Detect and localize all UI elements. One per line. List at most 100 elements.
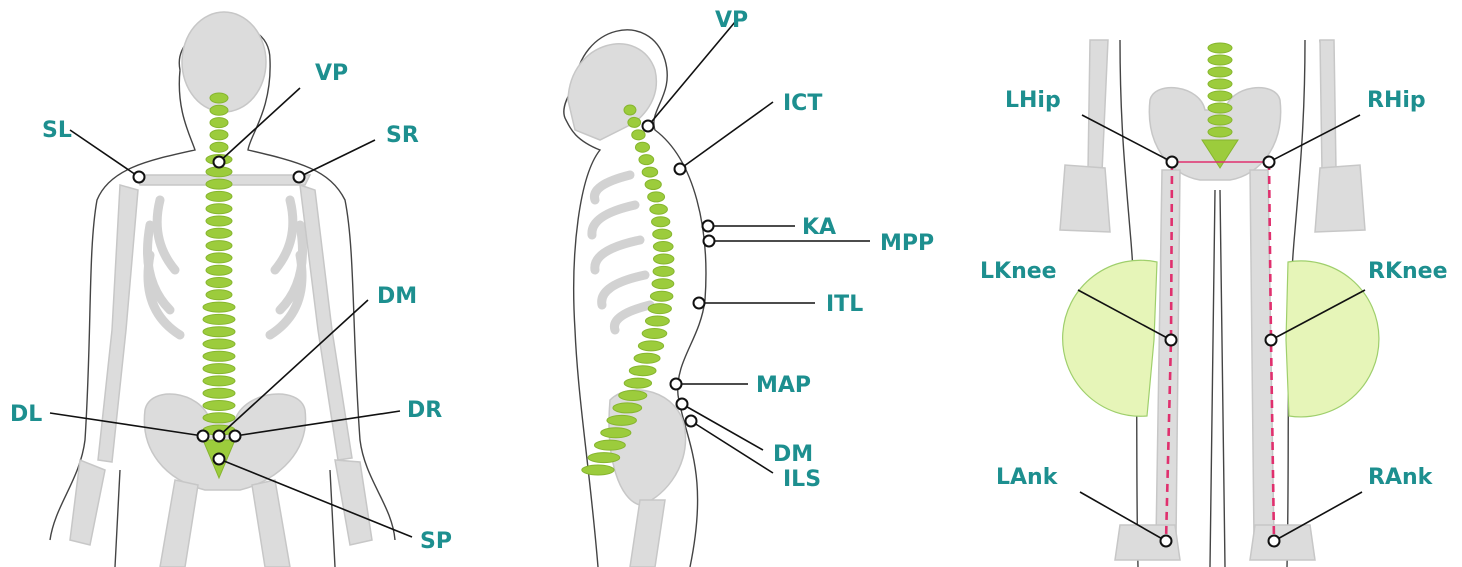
side-vertebra: [628, 117, 641, 127]
dm-marker: [214, 431, 225, 442]
vertebra: [203, 314, 235, 324]
side-vp-leader-line: [648, 22, 735, 126]
side-vertebra: [588, 453, 620, 463]
vertebra: [210, 93, 228, 103]
label-itl: ITL: [826, 292, 863, 317]
left-knee-angle-sector: [1063, 260, 1157, 416]
side-vertebra: [639, 155, 654, 165]
front-view-diagram: VP SL SR DM DL DR SP: [0, 0, 480, 567]
vertebra: [203, 401, 235, 411]
side-vertebra: [650, 291, 673, 301]
rknee-marker: [1266, 335, 1277, 346]
lhip-marker: [1167, 157, 1178, 168]
vertebra: [206, 228, 232, 238]
ict-leader-line: [680, 102, 773, 169]
side-view-diagram: VP ICT KA MPP ITL MAP DM ILS: [480, 0, 970, 567]
vertebra: [206, 278, 232, 288]
right-femur: [252, 480, 290, 567]
vertebra: [206, 191, 232, 201]
side-vertebra: [635, 142, 649, 152]
front-view-panel: VP SL SR DM DL DR SP: [0, 0, 480, 567]
label-map: MAP: [756, 373, 811, 398]
vertebra: [203, 302, 235, 312]
dl-marker: [198, 431, 209, 442]
label-side-dm: DM: [773, 442, 813, 467]
legs-left-hand: [1060, 165, 1110, 232]
label-lhip: LHip: [1005, 88, 1061, 113]
sr-leader-line: [299, 140, 375, 177]
vertebra: [210, 142, 228, 152]
right-foot: [1250, 525, 1315, 560]
legs-right-arm: [1320, 40, 1336, 172]
side-vertebra: [645, 316, 669, 326]
dr-marker: [230, 431, 241, 442]
label-sl: SL: [42, 118, 72, 143]
vp-marker: [214, 157, 225, 168]
label-dr: DR: [407, 398, 442, 423]
legs-vertebra: [1208, 127, 1232, 137]
label-dm: DM: [377, 284, 417, 309]
rhip-marker: [1264, 157, 1275, 168]
label-dl: DL: [10, 402, 42, 427]
vertebra: [206, 241, 232, 251]
right-knee-angle-sector: [1286, 261, 1379, 417]
label-side-vp: VP: [715, 8, 748, 33]
side-view-panel: VP ICT KA MPP ITL MAP DM ILS: [480, 0, 970, 567]
ils-marker: [686, 416, 697, 427]
lknee-marker: [1166, 335, 1177, 346]
left-hand: [70, 460, 105, 545]
side-vertebra: [601, 428, 631, 438]
side-rib-cage: [592, 175, 650, 330]
side-vertebra: [629, 366, 656, 376]
ict-marker: [675, 164, 686, 175]
legs-vertebra: [1208, 115, 1232, 125]
vertebra: [203, 413, 235, 423]
side-vertebra: [619, 391, 647, 401]
side-vertebra: [624, 378, 651, 388]
legs-view-diagram: LHip RHip LKnee RKnee LAnk RAnk: [970, 0, 1462, 567]
vertebra: [210, 130, 228, 140]
rhip-leader-line: [1269, 115, 1360, 162]
rank-marker: [1269, 536, 1280, 547]
label-sp: SP: [420, 529, 452, 554]
side-dm-leader-line: [682, 404, 763, 450]
legs-right-hand: [1315, 165, 1365, 232]
side-vertebra: [648, 304, 671, 314]
vertebra: [210, 105, 228, 115]
side-vertebra: [648, 192, 665, 202]
vertebra: [203, 364, 235, 374]
label-ka: KA: [802, 215, 836, 240]
side-vertebra: [607, 415, 637, 425]
label-ict: ICT: [783, 91, 822, 116]
label-rhip: RHip: [1367, 88, 1426, 113]
side-vertebra: [638, 341, 663, 351]
label-lknee: LKnee: [980, 259, 1057, 284]
side-dm-marker: [677, 399, 688, 410]
side-vertebra: [650, 204, 668, 214]
sp-marker: [214, 454, 225, 465]
side-vertebra: [645, 179, 661, 189]
label-vp: VP: [315, 61, 348, 86]
side-vertebra: [652, 217, 670, 227]
vertebra: [206, 253, 232, 263]
label-ils: ILS: [783, 467, 821, 492]
vertebra: [203, 388, 235, 398]
vertebra: [206, 204, 232, 214]
side-femur: [630, 500, 665, 567]
sp-leader-line: [219, 459, 412, 537]
legs-vertebra: [1208, 67, 1232, 77]
legs-vertebra: [1208, 91, 1232, 101]
mpp-marker: [704, 236, 715, 247]
vertebra: [206, 290, 232, 300]
vertebra: [206, 179, 232, 189]
side-vertebra: [594, 440, 625, 450]
label-rank: RAnk: [1368, 465, 1434, 490]
vertebra: [203, 376, 235, 386]
vertebra: [203, 339, 235, 349]
right-hand: [335, 460, 372, 545]
side-vertebra: [642, 167, 658, 177]
ka-marker: [703, 221, 714, 232]
sl-marker: [134, 172, 145, 183]
vertebra: [206, 265, 232, 275]
vertebra: [203, 351, 235, 361]
